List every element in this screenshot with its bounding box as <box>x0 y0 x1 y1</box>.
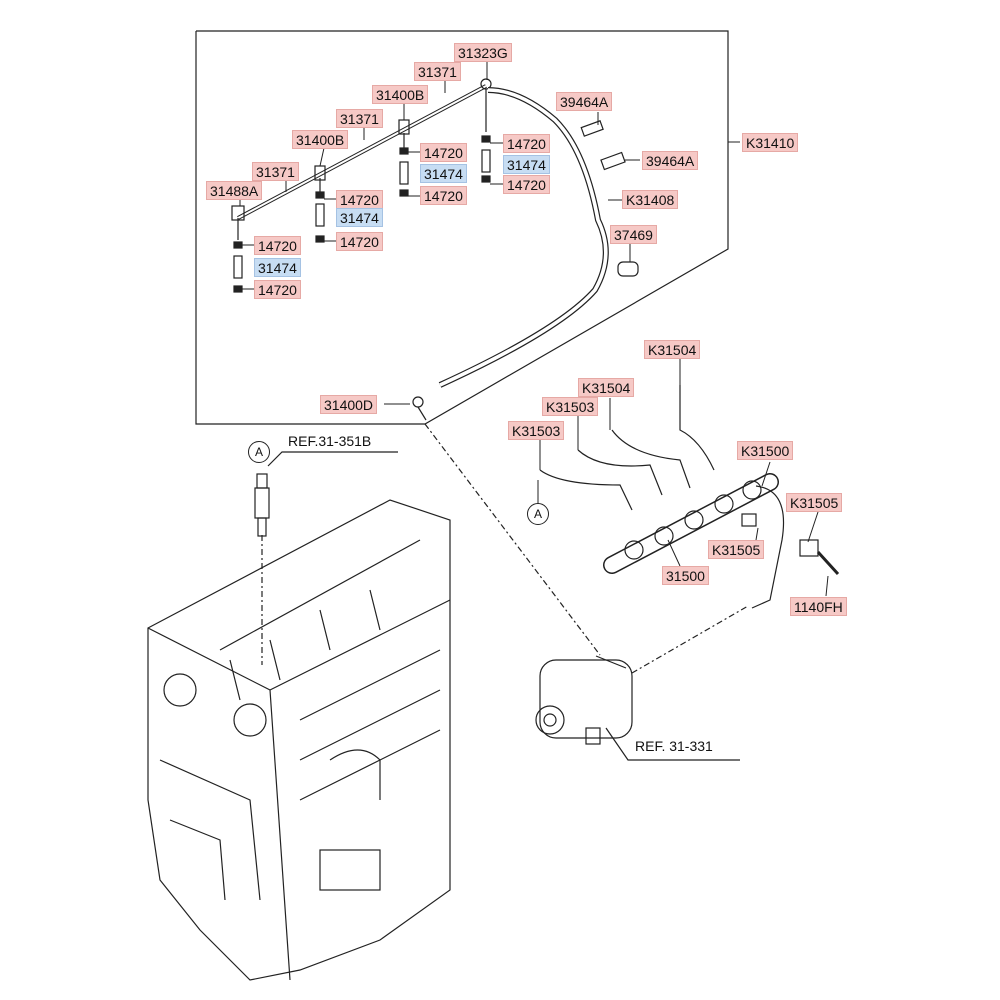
return-pipe-assembly <box>231 78 639 421</box>
fuel-rail-assembly <box>539 385 840 609</box>
ref-351b-pointer <box>267 451 398 467</box>
part-label-14720-b: 14720 <box>503 175 550 194</box>
ref-331-pointer <box>605 727 740 761</box>
engine-block <box>147 499 451 981</box>
part-label-K31504-second: K31504 <box>578 378 635 397</box>
part-label-37469: 37469 <box>610 225 657 244</box>
part-label-K31505-right: K31505 <box>786 493 843 512</box>
part-label-31474-a: 31474 <box>503 155 550 174</box>
part-label-31474-b: 31474 <box>420 164 467 183</box>
part-label-K31503-lower: K31503 <box>508 421 565 440</box>
part-label-K31503-upper: K31503 <box>542 397 599 416</box>
part-label-31400B-top: 31400B <box>372 85 429 104</box>
leader-pump-to-box <box>424 423 601 656</box>
high-pressure-pump <box>535 655 633 745</box>
leader-lines <box>239 61 829 597</box>
connection-marker-a-engine: A <box>248 441 270 463</box>
part-label-14720-a: 14720 <box>503 134 550 153</box>
reference-31-351B: REF.31-351B <box>288 433 372 449</box>
leader-pump-to-hose <box>631 605 749 674</box>
part-label-K31505-left: K31505 <box>708 540 765 559</box>
part-label-31371-top: 31371 <box>414 62 461 81</box>
part-label-K31500: K31500 <box>737 441 794 460</box>
part-label-39464A-left: 39464A <box>556 92 613 111</box>
part-label-31500: 31500 <box>662 566 709 585</box>
part-label-31323G: 31323G <box>454 43 512 62</box>
part-label-14720-c: 14720 <box>420 143 467 162</box>
part-label-31371-middle: 31371 <box>336 109 383 128</box>
part-label-14720-h: 14720 <box>254 280 301 299</box>
part-label-31400B-middle: 31400B <box>292 130 349 149</box>
injector-return-callout-box <box>195 30 729 425</box>
part-label-14720-e: 14720 <box>336 190 383 209</box>
part-label-31474-c: 31474 <box>336 208 383 227</box>
part-label-14720-g: 14720 <box>254 236 301 255</box>
injector <box>254 473 270 537</box>
part-label-31371-bottom: 31371 <box>252 162 299 181</box>
part-label-K31408: K31408 <box>622 190 679 209</box>
part-label-31400D: 31400D <box>320 395 378 414</box>
reference-31-331: REF. 31-331 <box>635 738 713 754</box>
connection-marker-a-pipe: A <box>527 503 549 525</box>
part-label-31488A: 31488A <box>206 181 263 200</box>
part-label-39464A-right: 39464A <box>642 151 699 170</box>
part-label-14720-d: 14720 <box>420 186 467 205</box>
part-label-1140FH: 1140FH <box>790 597 847 616</box>
part-label-K31504-top: K31504 <box>644 340 701 359</box>
part-label-14720-f: 14720 <box>336 232 383 251</box>
part-label-31474-d: 31474 <box>254 258 301 277</box>
part-label-K31410: K31410 <box>742 133 799 152</box>
